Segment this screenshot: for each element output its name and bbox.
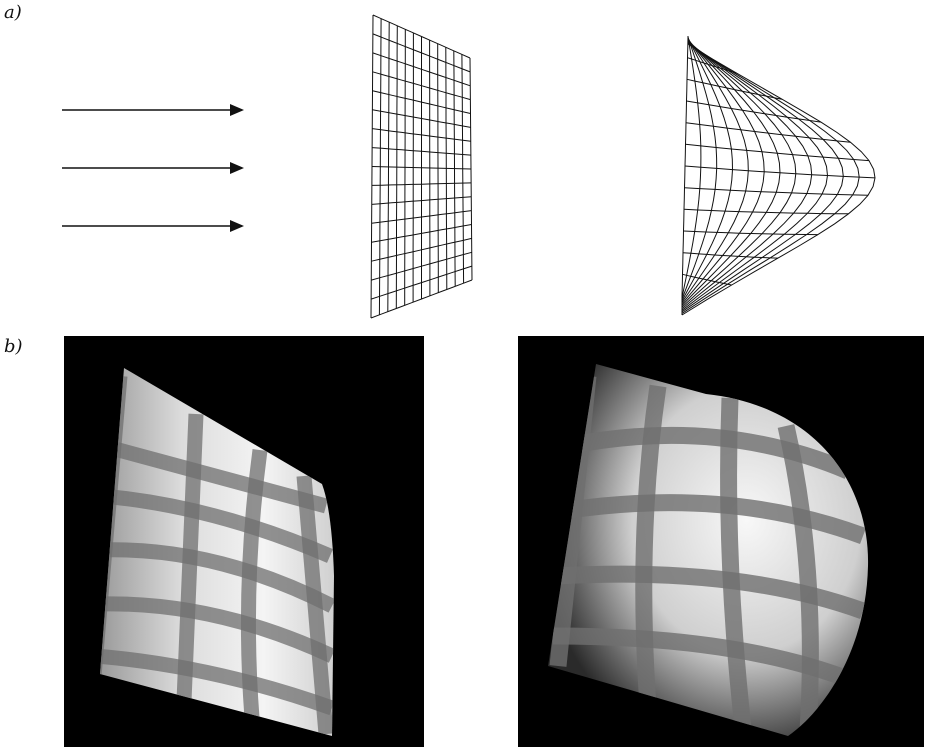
mesh-line (683, 208, 849, 215)
flat-mesh (370, 14, 473, 319)
mesh-line (685, 143, 870, 162)
mesh-line (682, 273, 732, 286)
mesh-line (370, 14, 374, 319)
mesh-line (395, 25, 398, 309)
mesh-line (681, 40, 813, 310)
mesh-line (387, 22, 390, 312)
mesh-line (437, 43, 439, 293)
mesh-line (461, 54, 465, 284)
deformed-mesh (681, 35, 876, 316)
force-arrows (62, 104, 244, 232)
panel-label-a: a) (4, 2, 22, 23)
panel-label-b: b) (4, 336, 23, 357)
mesh-line (682, 252, 779, 259)
wireframe-panel (62, 14, 876, 319)
mesh-line (687, 57, 737, 74)
mesh-line (685, 122, 851, 143)
mesh-line (445, 47, 448, 290)
mesh-line (686, 78, 783, 100)
mesh-line (404, 29, 406, 306)
mesh-line (684, 187, 869, 196)
mesh-line (378, 18, 382, 315)
mesh-line (683, 230, 818, 236)
mesh-line (453, 50, 456, 287)
mesh-line (681, 41, 829, 311)
mesh-line (469, 57, 473, 281)
mesh-line (686, 100, 821, 123)
flat-cloth-render (64, 336, 424, 747)
mesh-line (684, 165, 876, 179)
deformed-cloth-render (518, 336, 924, 747)
